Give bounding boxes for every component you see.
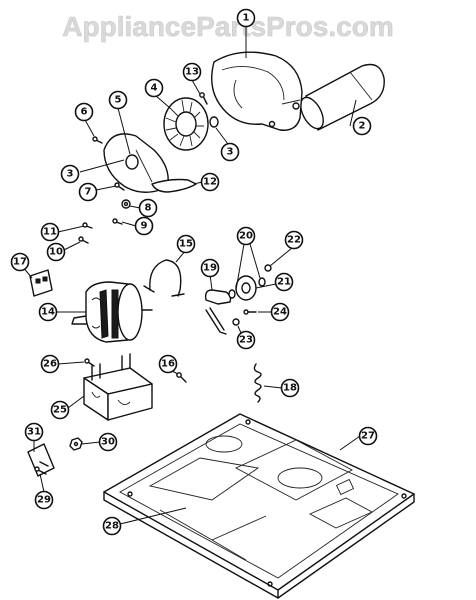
part-21-idler-pulley [235, 275, 257, 301]
callout-4: 4 [144, 78, 164, 98]
callout-11: 11 [40, 222, 60, 242]
callout-8: 8 [138, 198, 158, 218]
part-30-nut [69, 437, 83, 451]
callout-19: 19 [200, 258, 220, 278]
callout-6: 6 [74, 102, 94, 122]
svg-text:17: 17 [13, 257, 27, 268]
callout-31: 31 [24, 422, 44, 442]
svg-text:1: 1 [243, 13, 250, 24]
part-20-washers [228, 277, 266, 299]
callout-30: 30 [98, 432, 118, 452]
part-14-motor [71, 281, 153, 343]
svg-text:20: 20 [239, 231, 253, 242]
svg-text:16: 16 [161, 359, 175, 370]
part-22-clip [264, 264, 272, 272]
svg-text:27: 27 [361, 431, 375, 442]
callout-29: 29 [34, 490, 54, 510]
svg-text:3: 3 [227, 147, 234, 158]
svg-text:9: 9 [141, 221, 148, 232]
part-6-screw [92, 136, 103, 144]
callout-20: 20 [236, 226, 256, 246]
svg-text:31: 31 [27, 427, 41, 438]
callout-3-upper: 3 [220, 142, 240, 162]
svg-text:22: 22 [287, 235, 301, 246]
callout-17: 17 [10, 252, 30, 272]
callout-23: 23 [236, 330, 256, 350]
svg-text:11: 11 [43, 227, 57, 238]
callout-3-left: 3 [60, 164, 80, 184]
svg-text:25: 25 [53, 405, 67, 416]
part-15-motor-strap [143, 259, 185, 297]
svg-text:29: 29 [37, 495, 51, 506]
svg-text:30: 30 [101, 437, 115, 448]
callout-10: 10 [46, 242, 66, 262]
callout-16: 16 [158, 354, 178, 374]
callout-layer [21, 24, 361, 525]
part-13-screw [199, 92, 208, 105]
svg-text:5: 5 [115, 95, 122, 106]
callout-22: 22 [284, 230, 304, 250]
svg-text:15: 15 [179, 239, 193, 250]
svg-text:23: 23 [239, 335, 253, 346]
svg-text:14: 14 [41, 307, 55, 318]
part-23-washer [232, 318, 240, 326]
callout-15: 15 [176, 234, 196, 254]
svg-text:6: 6 [81, 107, 88, 118]
callout-12: 12 [200, 172, 220, 192]
part-8-nut [121, 199, 131, 209]
svg-text:10: 10 [49, 247, 63, 258]
part-17-switch [29, 269, 53, 297]
callout-9: 9 [134, 216, 154, 236]
part-4-blower-wheel [163, 97, 209, 151]
part-29-screw [34, 466, 47, 475]
part-10-screw [78, 236, 89, 244]
part-2-exhaust-duct [300, 63, 385, 131]
part-24-screw [243, 309, 257, 315]
callout-24: 24 [270, 302, 290, 322]
svg-text:12: 12 [203, 177, 217, 188]
svg-text:19: 19 [203, 263, 217, 274]
part-11-screw [82, 222, 93, 229]
callout-28: 28 [102, 516, 122, 536]
watermark-text: AppliancePartsPros.com [62, 11, 393, 42]
part-25-motor-mount [83, 353, 153, 421]
callout-5: 5 [108, 90, 128, 110]
callout-25: 25 [50, 400, 70, 420]
svg-text:8: 8 [145, 203, 152, 214]
svg-text:26: 26 [43, 359, 57, 370]
callout-markers: 1 2 3 3 4 5 6 7 8 9 10 11 12 13 14 15 16… [10, 8, 378, 536]
part-27-base [103, 413, 415, 599]
svg-text:24: 24 [273, 307, 287, 318]
part-16-screw [176, 372, 187, 383]
part-26-screw [84, 358, 95, 367]
part-9-screw [112, 218, 123, 225]
callout-27: 27 [358, 426, 378, 446]
callout-14: 14 [38, 302, 58, 322]
callout-21: 21 [274, 272, 294, 292]
callout-26: 26 [40, 354, 60, 374]
svg-text:21: 21 [277, 277, 291, 288]
callout-7: 7 [78, 182, 98, 202]
svg-text:13: 13 [185, 67, 199, 78]
part-18-spring [253, 363, 262, 403]
part-19-idler-arm [204, 289, 232, 335]
svg-text:3: 3 [67, 169, 74, 180]
callout-2: 2 [352, 116, 372, 136]
callout-18: 18 [280, 378, 300, 398]
part-1-blower-housing [211, 51, 303, 131]
svg-text:4: 4 [151, 83, 158, 94]
svg-text:2: 2 [359, 121, 366, 132]
svg-text:18: 18 [283, 383, 297, 394]
callout-13: 13 [182, 62, 202, 82]
part-3-washer-upper [209, 116, 219, 128]
svg-text:28: 28 [105, 521, 119, 532]
callout-1: 1 [236, 8, 256, 28]
svg-text:7: 7 [85, 187, 92, 198]
part-12-seal [151, 178, 197, 193]
